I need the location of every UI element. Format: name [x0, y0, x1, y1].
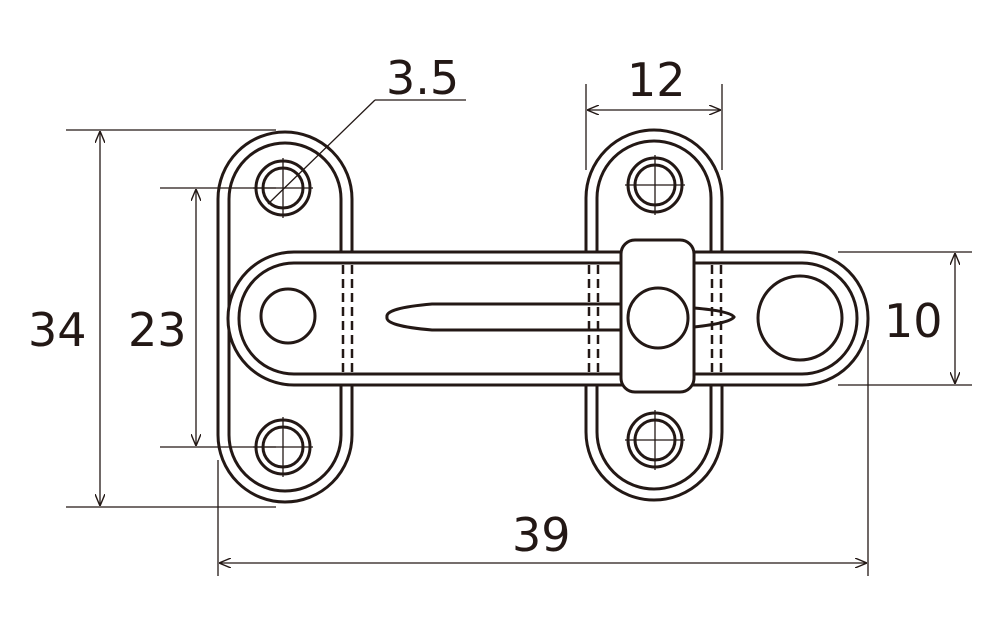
- dimension-label: 34: [28, 303, 87, 357]
- screw-hole-icon: [625, 155, 685, 215]
- dimension-3-5: 3.5: [267, 51, 466, 205]
- dimension-label: 3.5: [386, 51, 459, 105]
- screw-hole-icon: [625, 410, 685, 470]
- dimension-label: 10: [884, 294, 943, 348]
- dimension-10: 10: [838, 251, 972, 386]
- dimension-label: 23: [128, 303, 187, 357]
- dimension-39: 39: [217, 340, 869, 576]
- dimension-12: 12: [585, 53, 723, 170]
- dimension-34: 34: [28, 129, 276, 508]
- dimension-23: 23: [128, 187, 276, 448]
- dimension-label: 39: [512, 508, 571, 562]
- latch-knob: [619, 238, 696, 394]
- dimension-label: 12: [627, 53, 686, 107]
- latch-bar: [226, 250, 870, 387]
